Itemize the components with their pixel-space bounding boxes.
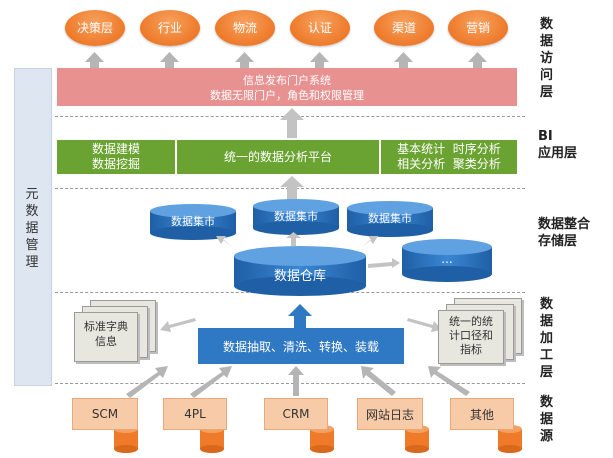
data-mart-3-label: 数据集市: [368, 212, 412, 225]
data-mart-more-label: ...: [441, 252, 453, 266]
etl-box: 数据抽取、清洗、转换、装载: [198, 328, 404, 364]
arrow-up-icon: [235, 52, 254, 68]
metadata-management-bar: [14, 68, 52, 386]
arrow-etl-to-right-doc: [407, 318, 442, 332]
data-mart-more: [402, 239, 492, 282]
arrow-storage-to-bi: [280, 176, 304, 200]
arrow-to-mart-2: [286, 232, 301, 246]
arrow-up-icon: [85, 52, 104, 68]
data-mart-3: [347, 201, 433, 237]
data-mart-1: [150, 204, 236, 240]
arrow-etl-to-warehouse: [288, 304, 312, 328]
layer-label-storage: 数据整合 存储层: [538, 217, 591, 249]
source-4pl: 4PL: [163, 398, 227, 430]
target-logistics: 物流: [215, 10, 275, 46]
arrow-up-icon: [160, 52, 179, 68]
target-marketing: 营销: [448, 10, 508, 46]
data-mart-2: [253, 199, 339, 235]
portal-system-bar: 信息发布门户系统 数据无限门户，角色和权限管理: [57, 68, 517, 106]
arrow-up-icon: [468, 52, 487, 68]
target-channel: 渠道: [374, 10, 434, 46]
arrow-up-icon: [280, 176, 304, 200]
layer-label-processing: 数据加工层: [540, 297, 554, 380]
arrow-scm-to-etl: [126, 366, 168, 398]
arrow-weblog-to-etl: [361, 366, 396, 396]
arrow-to-more: [368, 258, 400, 268]
portal-title: 信息发布门户系统: [243, 74, 331, 87]
data-warehouse: [234, 246, 366, 296]
layer-label-source: 数据源: [540, 395, 554, 444]
arrow-up-icon: [394, 52, 413, 68]
arrow-up-icon: [280, 108, 304, 138]
source-weblog: 网站日志: [357, 398, 423, 430]
portal-subtitle: 数据无限门户，角色和权限管理: [210, 89, 364, 102]
arrow-4pl-to-etl: [190, 366, 232, 398]
arrow-up-icon: [310, 52, 329, 68]
source-other: 其他: [450, 398, 514, 430]
target-certification: 认证: [290, 10, 350, 46]
data-warehouse-label: 数据仓库: [273, 269, 326, 284]
layer-label-bi: BI 应用层: [538, 129, 578, 161]
arrow-bi-to-portal: [280, 108, 304, 138]
arrow-crm-to-etl: [288, 366, 304, 396]
doc-unified-metrics: 统一的统 计口径和 指标: [438, 310, 504, 364]
target-decision-layer: 决策层: [65, 10, 125, 46]
arrow-etl-to-left-doc: [160, 318, 196, 332]
data-mart-2-label: 数据集市: [274, 210, 318, 223]
arrow-other-to-etl: [428, 366, 470, 396]
separator-processing: [55, 383, 525, 384]
bi-unified-platform: 统一的数据分析平台: [177, 140, 379, 174]
layer-label-access: 数据访问层: [540, 17, 554, 100]
arrow-to-mart-1: [216, 236, 238, 252]
data-mart-1-label: 数据集市: [171, 215, 215, 228]
arrow-to-mart-3: [356, 236, 378, 252]
source-crm: CRM: [264, 398, 328, 430]
source-scm: SCM: [72, 398, 138, 430]
metadata-management-label: 元数据管理: [25, 187, 39, 270]
doc-standard-dictionary: 标准字典 信息: [74, 312, 138, 362]
access-arrows: [85, 52, 487, 68]
bi-modeling-mining: 数据建模 数据挖掘: [57, 140, 175, 174]
source-cylinders: [114, 425, 522, 453]
bi-statistics-analysis: 基本统计 时序分析 相关分析 聚类分析: [381, 140, 517, 174]
target-industry: 行业: [140, 10, 200, 46]
